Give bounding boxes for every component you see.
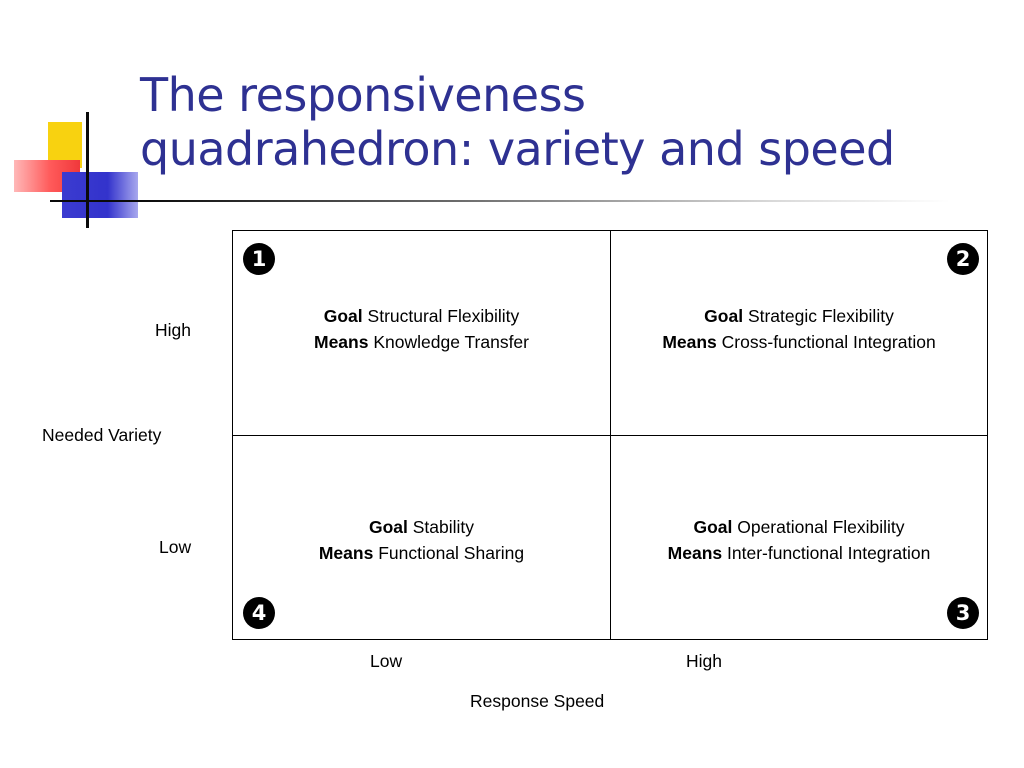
goal-value: Strategic Flexibility (747, 306, 894, 326)
goal-label: Goal (704, 306, 744, 326)
quadrant-text: Goal Stability Means Functional Sharing (233, 514, 610, 566)
means-value: Functional Sharing (378, 543, 525, 563)
quadrant-number-badge: 2 (947, 243, 979, 275)
means-label: Means (662, 332, 717, 352)
slide-title: The responsiveness quadrahedron: variety… (140, 68, 1010, 176)
means-label: Means (667, 543, 723, 563)
means-value: Cross-functional Integration (721, 332, 936, 352)
means-value: Inter-functional Integration (727, 543, 931, 563)
means-label: Means (318, 543, 374, 563)
quadrant-number-badge: 1 (243, 243, 275, 275)
x-axis-title: Response Speed (470, 691, 605, 711)
quadrant-4: 4 Goal Stability Means Functional Sharin… (233, 436, 611, 639)
goal-value: Operational Flexibility (737, 517, 905, 537)
goal-value: Stability (412, 517, 475, 537)
y-axis-title: Needed Variety (42, 425, 162, 445)
quadrant-matrix: 1 Goal Structural Flexibility Means Know… (232, 230, 988, 640)
means-value: Knowledge Transfer (373, 332, 529, 352)
x-axis-high-label: High (686, 651, 722, 671)
title-underline (50, 200, 950, 202)
means-label: Means (314, 332, 369, 352)
y-axis-low-label: Low (159, 537, 192, 557)
quadrant-text: Goal Operational Flexibility Means Inter… (611, 514, 987, 566)
quadrant-number-badge: 3 (947, 597, 979, 629)
quadrant-1: 1 Goal Structural Flexibility Means Know… (233, 231, 611, 436)
goal-label: Goal (368, 517, 408, 537)
quadrant-number-badge: 4 (243, 597, 275, 629)
goal-label: Goal (693, 517, 733, 537)
goal-label: Goal (323, 306, 363, 326)
quadrant-3: 3 Goal Operational Flexibility Means Int… (611, 436, 987, 639)
quadrant-text: Goal Strategic Flexibility Means Cross-f… (611, 303, 987, 355)
vertical-rule-decoration (86, 112, 89, 228)
slide-title-line-1: The responsiveness (140, 68, 586, 122)
goal-value: Structural Flexibility (367, 306, 520, 326)
quadrant-text: Goal Structural Flexibility Means Knowle… (233, 303, 610, 355)
blue-square-decoration (62, 172, 138, 218)
slide-logo-decoration (0, 0, 150, 240)
x-axis-low-label: Low (370, 651, 403, 671)
y-axis-high-label: High (155, 320, 191, 340)
slide-title-line-2: quadrahedron: variety and speed (140, 122, 895, 176)
quadrant-2: 2 Goal Strategic Flexibility Means Cross… (611, 231, 987, 436)
